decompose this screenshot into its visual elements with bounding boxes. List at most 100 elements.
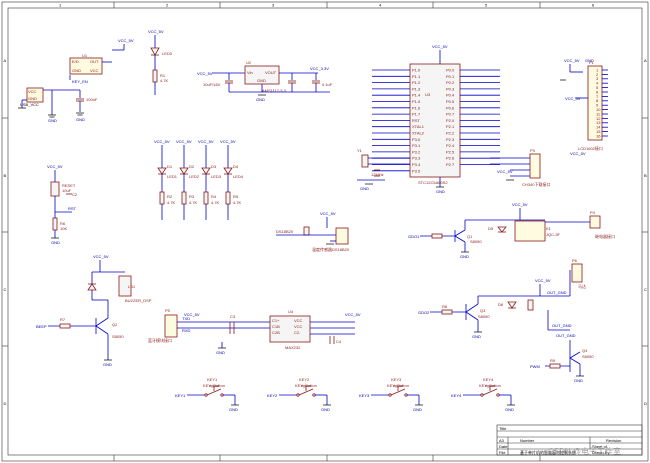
svg-text:DS18B20: DS18B20: [276, 229, 294, 234]
svg-text:R7: R7: [60, 317, 66, 322]
svg-text:12MHz: 12MHz: [371, 172, 384, 177]
svg-text:K1: K1: [546, 226, 552, 231]
mcu-pin-left: XTAL2: [412, 131, 425, 136]
mcu-pin-left: P1.7: [412, 112, 421, 117]
ds18b20-label: 温度传感器DS18B20: [312, 246, 350, 252]
svg-text:GDO1: GDO1: [408, 234, 420, 239]
mcu-pin-right: P0.7: [446, 112, 455, 117]
svg-text:GND: GND: [472, 334, 481, 339]
svg-text:C2: C2: [72, 192, 78, 197]
resistor: [549, 363, 561, 369]
svg-text:D5: D5: [488, 226, 494, 231]
svg-text:Number: Number: [520, 438, 535, 443]
svg-text:Q3: Q3: [480, 308, 486, 313]
mcu-pin-right: P0.3: [446, 86, 455, 91]
col-label: 6: [592, 3, 595, 8]
lcd-pin-number: 11: [596, 111, 601, 116]
led-symbol: [179, 167, 189, 175]
svg-text:10uF/16V: 10uF/16V: [203, 82, 221, 87]
mcu-pin-right: P2.1: [446, 124, 455, 129]
lcd-pin-number: 2: [596, 72, 599, 77]
svg-text:GND: GND: [72, 68, 81, 73]
reset-switch: [50, 181, 60, 197]
resistor: [225, 191, 231, 205]
svg-text:C2B: C2B: [272, 330, 280, 335]
svg-text:4.7K: 4.7K: [211, 200, 220, 205]
svg-text:GND: GND: [360, 186, 369, 191]
svg-text:VCC_5V: VCC_5V: [184, 312, 200, 317]
svg-text:GND: GND: [103, 362, 112, 367]
svg-text:KEY_Button: KEY_Button: [387, 383, 409, 388]
svg-text:4.7K: 4.7K: [160, 78, 169, 83]
svg-text:Q2: Q2: [112, 322, 118, 327]
svg-text:R9: R9: [550, 358, 556, 363]
mcu-part: STC12C5A60S2: [418, 180, 448, 185]
motor-block: P6 马达 VCC_5V D6 OUT_GND GDO2 R8 Q3 S8050…: [418, 258, 586, 339]
svg-text:GND: GND: [460, 254, 469, 259]
bt-connector: [164, 314, 178, 338]
svg-text:VCC: VCC: [294, 318, 303, 323]
svg-text:VCC_5V: VCC_5V: [497, 169, 513, 174]
svg-text:KEY4: KEY4: [483, 377, 494, 382]
lcd-pin-number: 15: [596, 129, 601, 134]
mcu-pin-left: P1.1: [412, 74, 421, 79]
svg-text:4.7K: 4.7K: [233, 200, 242, 205]
col-label: 4: [379, 3, 382, 8]
row-label: B: [644, 173, 647, 178]
svg-text:GND: GND: [321, 407, 330, 412]
svg-text:OUT_GND: OUT_GND: [556, 333, 576, 338]
svg-text:GND: GND: [505, 407, 514, 412]
svg-text:GND: GND: [216, 350, 225, 355]
svg-text:KEY3: KEY3: [359, 393, 370, 398]
led-top: VCC_5V LED0 R1 4.7K: [148, 29, 173, 95]
mcu-pin-left: P3.3: [412, 156, 421, 161]
led-row: VCC_5VD1LED1R24.7KVCC_5VD2LED2R34.7KVCC_…: [154, 139, 244, 220]
svg-text:Y1: Y1: [357, 148, 363, 153]
resistor: [303, 226, 310, 236]
relay-coil: [514, 220, 546, 242]
mcu-right-pins: P0.0P0.1P0.2P0.3P0.4P0.5P0.6P0.7P2.0P2.1…: [446, 68, 500, 167]
svg-text:GND: GND: [28, 96, 37, 101]
svg-text:RESET: RESET: [62, 183, 76, 188]
serial-connector: [529, 153, 541, 179]
svg-text:S8050: S8050: [582, 354, 594, 359]
lcd-pin-number: 12: [596, 116, 601, 121]
svg-text:VCC_5V: VCC_5V: [535, 278, 551, 283]
led-symbol: [157, 167, 167, 175]
row-label: C: [644, 287, 647, 292]
lcd-pin-number: 10: [596, 107, 601, 112]
row-label: A: [4, 58, 7, 63]
vcc-label: VCC_5V: [198, 139, 214, 144]
vcc-label: VCC_5V: [176, 139, 192, 144]
motor-connector: [571, 263, 583, 283]
svg-text:Sheet of: Sheet of: [592, 444, 608, 449]
svg-text:GND: GND: [76, 117, 85, 122]
reset-block: VCC_5V RESET 10uF C2 RST R6 10K GND: [47, 164, 78, 245]
lcd-pin-number: 14: [596, 125, 601, 130]
svg-text:LED3: LED3: [211, 174, 222, 179]
relay-block: GDO1 Q1 S8050 GND VCC_5V K1 JQC-3F D5 P4…: [408, 202, 615, 259]
svg-text:S8050: S8050: [112, 334, 124, 339]
relay-output: [589, 215, 601, 229]
svg-text:R3: R3: [189, 194, 195, 199]
svg-text:Vin: Vin: [247, 70, 253, 75]
vcc-label: VCC_5V: [154, 139, 170, 144]
svg-text:JQC-3F: JQC-3F: [546, 232, 561, 237]
svg-text:D3: D3: [211, 164, 217, 169]
svg-text:R2: R2: [167, 194, 173, 199]
title-block: Title A3 Number Revision Date File Sheet…: [496, 424, 643, 456]
svg-text:S8050: S8050: [478, 314, 490, 319]
ldo-block: VCC_5V U2 Vin VOUT GND AMS1117-3.3 VCC_3…: [197, 60, 333, 102]
svg-text:VCC: VCC: [90, 68, 99, 73]
resistor: [159, 191, 165, 205]
svg-text:RXD: RXD: [182, 328, 191, 333]
mcu-pin-left: XTAL1: [412, 124, 425, 129]
